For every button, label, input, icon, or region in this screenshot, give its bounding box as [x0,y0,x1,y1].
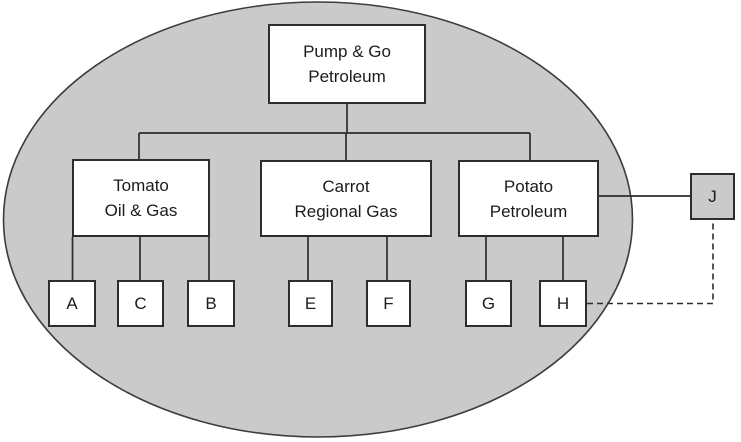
node-c: C [117,280,164,327]
node-j-external: J [690,173,735,220]
node-label-line: Carrot [322,176,370,196]
node-f: F [366,280,411,327]
node-a: A [48,280,96,327]
node-pump-and-go-petroleum: Pump & Go Petroleum [268,24,426,104]
node-label: G [481,294,496,313]
node-label-line: Pump & Go [303,42,391,61]
node-label-line: Petroleum [308,67,386,86]
node-label: J [708,187,717,206]
node-label: C [134,294,147,313]
node-label: F [383,294,394,313]
node-label-line: Petroleum [489,201,568,221]
node-label: A [66,294,78,313]
node-label: B [205,294,217,313]
node-label-line: Regional Gas [294,201,398,221]
node-label: E [304,294,317,313]
node-potato-petroleum: Potato Petroleum [458,160,599,237]
node-label-line: Potato [503,176,554,196]
node-b: B [187,280,235,327]
node-h: H [539,280,587,327]
node-e: E [288,280,333,327]
node-label: H [556,294,570,313]
node-carrot-regional-gas: Carrot Regional Gas [260,160,432,237]
node-label-line: Oil & Gas [104,201,178,220]
solid-connectors [71,104,690,280]
node-label-line: Tomato [113,176,169,195]
dashed-connector-h-to-j [587,220,714,305]
node-g: G [465,280,512,327]
node-tomato-oil-and-gas: Tomato Oil & Gas [72,159,210,237]
